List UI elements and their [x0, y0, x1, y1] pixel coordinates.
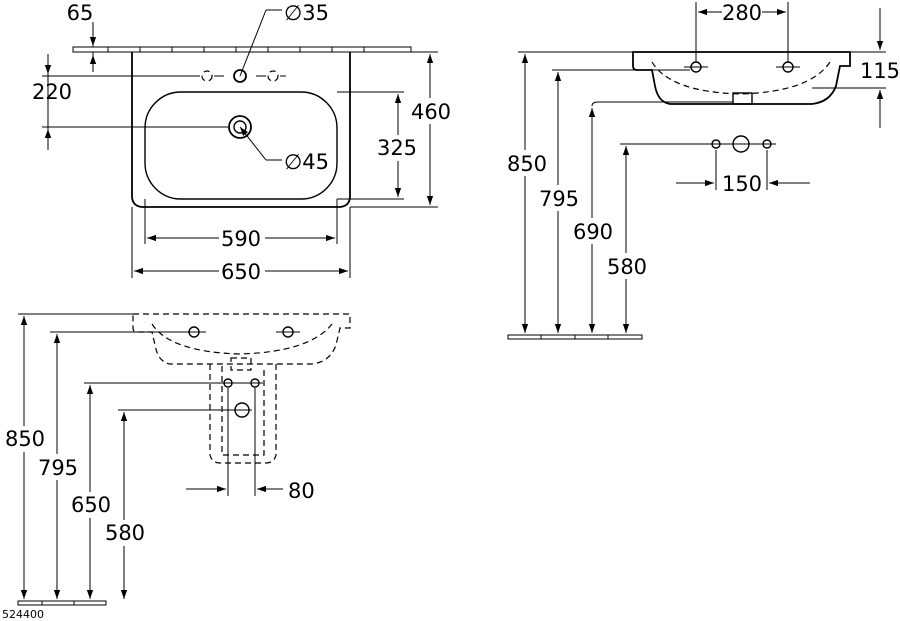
dim-tap-to-waste: 220 [32, 80, 72, 104]
top-view: 65 220 ∅35 ∅45 460 325 590 [32, 1, 451, 284]
dim-basin-height: 115 [860, 59, 900, 83]
dim-waste-diameter: ∅45 [284, 150, 329, 174]
side-basin-profile [632, 51, 851, 105]
waste-outer [228, 115, 252, 139]
dim-side-waste-height: 690 [573, 220, 613, 244]
bowl-outline [144, 91, 338, 200]
basin-outline [131, 52, 351, 208]
dim-front-rim-height: 850 [5, 427, 45, 451]
pedestal-outline [209, 364, 277, 464]
front-view: 80 850 795 650 580 524400 [2, 313, 351, 621]
dim-hole-spacing-150: 150 [722, 172, 762, 196]
dim-side-rim-height: 850 [507, 152, 547, 176]
dim-hole-spacing-280: 280 [722, 1, 762, 25]
dim-tap-offset: 65 [67, 1, 94, 25]
front-floor-strip [17, 600, 107, 606]
drawing-code: 524400 [2, 608, 44, 621]
tap-hole-right [267, 70, 279, 82]
tap-hole-left [201, 70, 213, 82]
side-view: 280 115 850 795 690 580 [505, 1, 900, 340]
dim-side-fixing-height: 580 [607, 255, 647, 279]
dim-front-fixing-height: 580 [105, 521, 145, 545]
dim-bowl-width: 590 [221, 227, 261, 251]
dim-tap-hole-diameter: ∅35 [284, 1, 329, 25]
dim-basin-width: 650 [221, 260, 261, 284]
dim-bowl-depth: 325 [377, 136, 417, 160]
dim-side-overflow-height: 795 [539, 187, 579, 211]
dim-front-overflow-height: 795 [38, 456, 78, 480]
dim-pedestal-holes-height: 650 [71, 493, 111, 517]
front-basin-profile [132, 313, 351, 365]
dim-hole-spacing-80: 80 [288, 479, 315, 503]
tap-hole-center [233, 69, 247, 83]
wall-strip [72, 46, 412, 53]
dim-depth-total: 460 [411, 100, 451, 124]
